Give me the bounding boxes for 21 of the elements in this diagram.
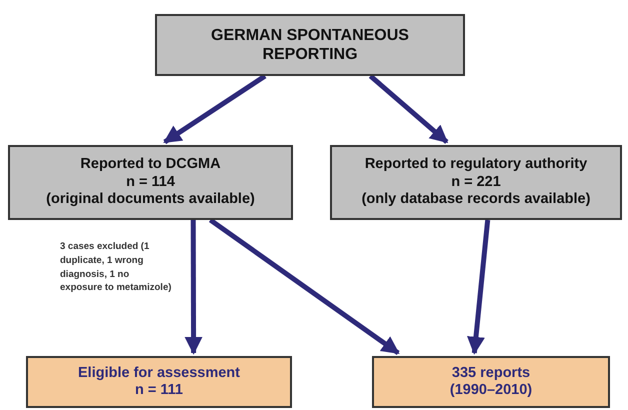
box-text: Eligible for assessment (78, 364, 240, 382)
process-box (330, 145, 622, 220)
process-box (26, 356, 292, 408)
process-box (372, 356, 610, 408)
box-text: n = 111 (135, 382, 183, 400)
arrow (208, 218, 400, 356)
arrow (163, 74, 266, 144)
box-text: Reported to regulatory authority (364, 156, 588, 174)
box-text: (original documents available) (46, 191, 255, 209)
box-text: (only database records available) (362, 191, 590, 209)
box-text: (1990–2010) (450, 382, 532, 400)
box-text: n = 221 (451, 174, 501, 192)
box-text: n = 114 (126, 174, 175, 192)
arrow (184, 220, 203, 355)
box-text: GERMAN SPONTANEOUS REPORTING (210, 26, 410, 64)
process-box (8, 145, 293, 220)
box-text: 335 reports (452, 364, 530, 382)
arrow (467, 220, 490, 355)
box-text: Reported to DCGMA (80, 156, 221, 174)
arrow (368, 74, 448, 144)
process-box (155, 14, 465, 76)
